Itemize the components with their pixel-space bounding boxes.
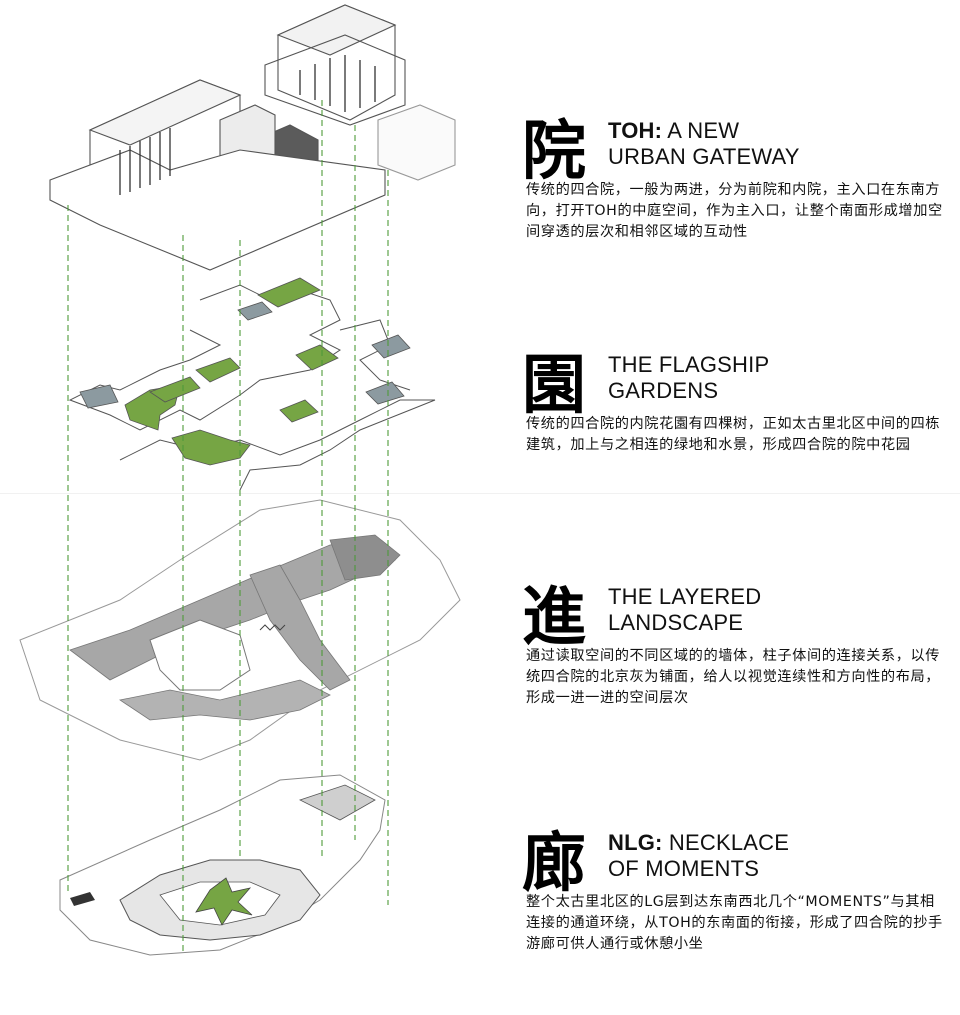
lawn-east: [279, 399, 319, 423]
section-glyph: 園: [522, 348, 586, 423]
section-glyph: 進: [522, 580, 586, 655]
alignment-guide-lines: [67, 100, 389, 955]
lg-east-block: [298, 784, 376, 821]
heading-rest: A NEW: [662, 118, 740, 143]
section-heading: NLG: NECKLACE OF MOMENTS: [608, 830, 789, 882]
heading-lead: NLG:: [608, 830, 663, 855]
podium-low: [49, 149, 386, 271]
heading-lead: TOH:: [608, 118, 663, 143]
lg-green-star: [195, 877, 253, 926]
water-north: [237, 301, 273, 321]
lawn-mid-west: [149, 376, 201, 403]
heading-line-2: GARDENS: [608, 378, 719, 403]
section-heading: THE LAYERED LANDSCAPE: [608, 584, 761, 636]
water-west: [79, 384, 119, 409]
heading-line-2: LANDSCAPE: [608, 610, 744, 635]
heading-rest: THE FLAGSHIP: [608, 352, 770, 377]
heading-rest: NECKLACE: [662, 830, 790, 855]
faint-divider: [0, 493, 960, 494]
heading-line-2: OF MOMENTS: [608, 856, 760, 881]
side-cube: [377, 104, 456, 181]
paving-stair: [259, 624, 286, 631]
heading-rest: THE LAYERED: [608, 584, 762, 609]
water-east: [371, 334, 411, 359]
water-southeast: [365, 381, 405, 405]
exploded-axonometric-diagram: [19, 4, 461, 956]
lg-stair-west: [70, 892, 95, 906]
lawn-centre: [295, 344, 339, 371]
section-heading: THE FLAGSHIP GARDENS: [608, 352, 769, 404]
lawn-south-arc: [171, 429, 251, 466]
section-glyph: 廊: [522, 826, 586, 901]
section-description: 整个太古里北区的LG层到达东南西北几个“MOMENTS”与其相连接的通道环绕，从…: [526, 894, 943, 952]
paving-cross-band: [249, 564, 351, 691]
section-description: 通过读取空间的不同区域的的墙体，柱子体间的连接关系，以传统四合院的北京灰为铺面，…: [526, 648, 941, 706]
paving-site-outline: [19, 499, 461, 761]
lawn-mid: [195, 357, 241, 383]
section-glyph: 院: [522, 114, 586, 189]
paving-central-court: [149, 619, 251, 691]
garden-edge-east: [339, 319, 411, 391]
lawn-north: [257, 277, 321, 308]
section-description: 传统的四合院的内院花園有四棵树，正如太古里北区中间的四栋建筑，加上与之相连的绿地…: [526, 416, 941, 453]
section-description: 传统的四合院，一般为两进，分为前院和内院，主入口在东南方向，打开TOH的中庭空间…: [526, 182, 943, 240]
tower-north-roof: [276, 4, 397, 56]
lower-ground-layer: [59, 774, 386, 956]
heading-line-2: URBAN GATEWAY: [608, 144, 800, 169]
building-massing-layer: [49, 4, 456, 271]
gardens-layer: [68, 277, 436, 491]
tall-block-roof: [88, 79, 242, 146]
garden-plaza-outline: [68, 284, 341, 431]
paving-layer: [19, 499, 461, 761]
paving-east-plaza: [329, 534, 401, 581]
tower-north-base: [264, 34, 406, 126]
facade-windows: [119, 55, 376, 195]
section-heading: TOH: A NEW URBAN GATEWAY: [608, 118, 800, 170]
